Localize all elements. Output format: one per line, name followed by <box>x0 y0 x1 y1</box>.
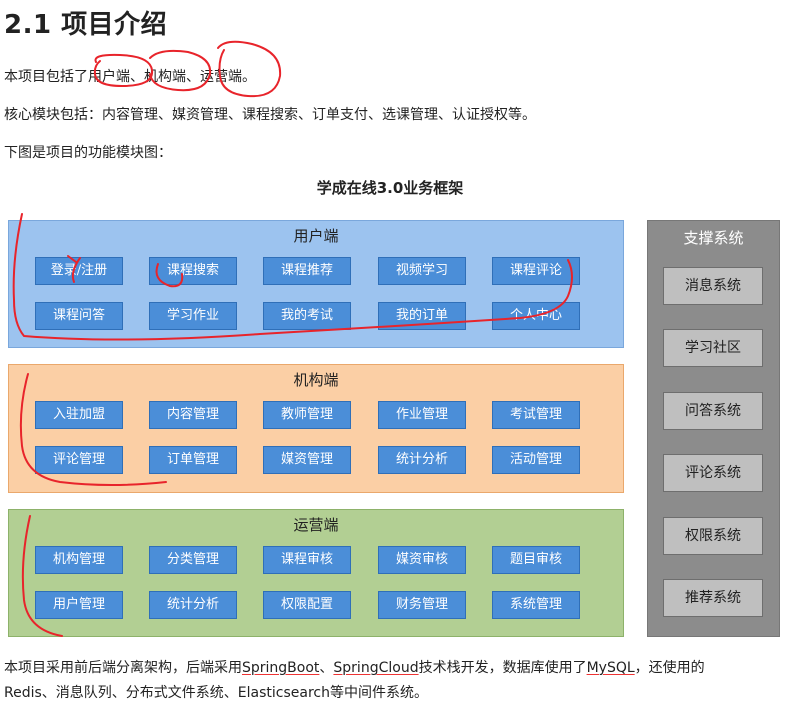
module-exam-mgmt: 考试管理 <box>492 401 580 429</box>
module-review-mgmt: 评论管理 <box>35 446 123 474</box>
intro-operations-end: 运营端 <box>200 69 242 85</box>
module-institution-mgmt: 机构管理 <box>35 546 123 574</box>
intro-institution-end: 机构端 <box>144 69 186 85</box>
module-media-audit: 媒资审核 <box>378 546 466 574</box>
module-permission-config: 权限配置 <box>263 591 351 619</box>
support-item-message: 消息系统 <box>663 267 763 305</box>
operations-section: 运营端 机构管理 分类管理 课程审核 媒资审核 题目审核 用户管理 统计分析 权… <box>8 509 624 637</box>
module-teacher-mgmt: 教师管理 <box>263 401 351 429</box>
module-system-mgmt: 系统管理 <box>492 591 580 619</box>
module-order-mgmt: 订单管理 <box>149 446 237 474</box>
module-course-audit: 课程审核 <box>263 546 351 574</box>
tech-text: 技术栈开发，数据库使用了 <box>418 660 587 676</box>
user-section: 用户端 登录/注册 课程搜索 课程推荐 视频学习 课程评论 课程问答 学习作业 … <box>8 220 624 348</box>
module-my-orders: 我的订单 <box>378 302 466 330</box>
module-activity-mgmt: 活动管理 <box>492 446 580 474</box>
institution-section-title: 机构端 <box>293 371 339 389</box>
intro-sep: 、 <box>186 69 200 85</box>
tech-spring-cloud: SpringCloud <box>333 660 419 676</box>
support-item-community: 学习社区 <box>663 329 763 367</box>
intro-suffix: 。 <box>242 69 256 85</box>
module-finance-mgmt: 财务管理 <box>378 591 466 619</box>
support-item-qa: 问答系统 <box>663 392 763 430</box>
module-category-mgmt: 分类管理 <box>149 546 237 574</box>
intro-paragraph: 本项目包括了用户端、机构端、运营端。 <box>4 66 256 86</box>
tech-sep: 、 <box>319 660 334 676</box>
diagram-intro-paragraph: 下图是项目的功能模块图： <box>4 145 172 161</box>
user-section-title: 用户端 <box>293 227 339 245</box>
module-content-mgmt: 内容管理 <box>149 401 237 429</box>
module-homework-mgmt: 作业管理 <box>378 401 466 429</box>
support-systems-panel: 支撑系统 消息系统 学习社区 问答系统 评论系统 权限系统 推荐系统 <box>647 220 780 637</box>
module-media-mgmt: 媒资管理 <box>263 446 351 474</box>
intro-user-end: 用户端 <box>88 69 130 85</box>
module-statistics: 统计分析 <box>378 446 466 474</box>
module-user-mgmt: 用户管理 <box>35 591 123 619</box>
tech-paragraph: 本项目采用前后端分离架构，后端采用SpringBoot、SpringCloud技… <box>4 657 705 677</box>
module-video-learning: 视频学习 <box>378 257 466 285</box>
tech-text: 本项目采用前后端分离架构，后端采用 <box>4 660 242 676</box>
support-systems-title: 支撑系统 <box>683 229 744 247</box>
core-modules-paragraph: 核心模块包括：内容管理、媒资管理、课程搜索、订单支付、选课管理、认证授权等。 <box>4 107 536 123</box>
module-my-exams: 我的考试 <box>263 302 351 330</box>
module-homework: 学习作业 <box>149 302 237 330</box>
module-course-qa: 课程问答 <box>35 302 123 330</box>
module-login-register: 登录/注册 <box>35 257 123 285</box>
support-item-recommend: 推荐系统 <box>663 579 763 617</box>
intro-prefix: 本项目包括了 <box>4 69 88 85</box>
tech-spring-boot: SpringBoot <box>242 660 320 676</box>
module-course-recommend: 课程推荐 <box>263 257 351 285</box>
diagram-title: 学成在线3.0业务框架 <box>316 179 464 197</box>
support-item-permission: 权限系统 <box>663 517 763 555</box>
module-question-audit: 题目审核 <box>492 546 580 574</box>
intro-sep: 、 <box>130 69 144 85</box>
module-course-search: 课程搜索 <box>149 257 237 285</box>
tech-text: ，还使用的 <box>634 660 705 676</box>
module-statistics: 统计分析 <box>149 591 237 619</box>
module-course-review: 课程评论 <box>492 257 580 285</box>
module-join: 入驻加盟 <box>35 401 123 429</box>
operations-section-title: 运营端 <box>293 516 339 534</box>
section-heading: 2.1 项目介绍 <box>4 10 168 40</box>
tech-paragraph-line2: Redis、消息队列、分布式文件系统、Elasticsearch等中间件系统。 <box>4 685 428 701</box>
module-personal-center: 个人中心 <box>492 302 580 330</box>
tech-mysql: MySQL <box>586 660 635 676</box>
institution-section: 机构端 入驻加盟 内容管理 教师管理 作业管理 考试管理 评论管理 订单管理 媒… <box>8 364 624 493</box>
support-item-review: 评论系统 <box>663 454 763 492</box>
